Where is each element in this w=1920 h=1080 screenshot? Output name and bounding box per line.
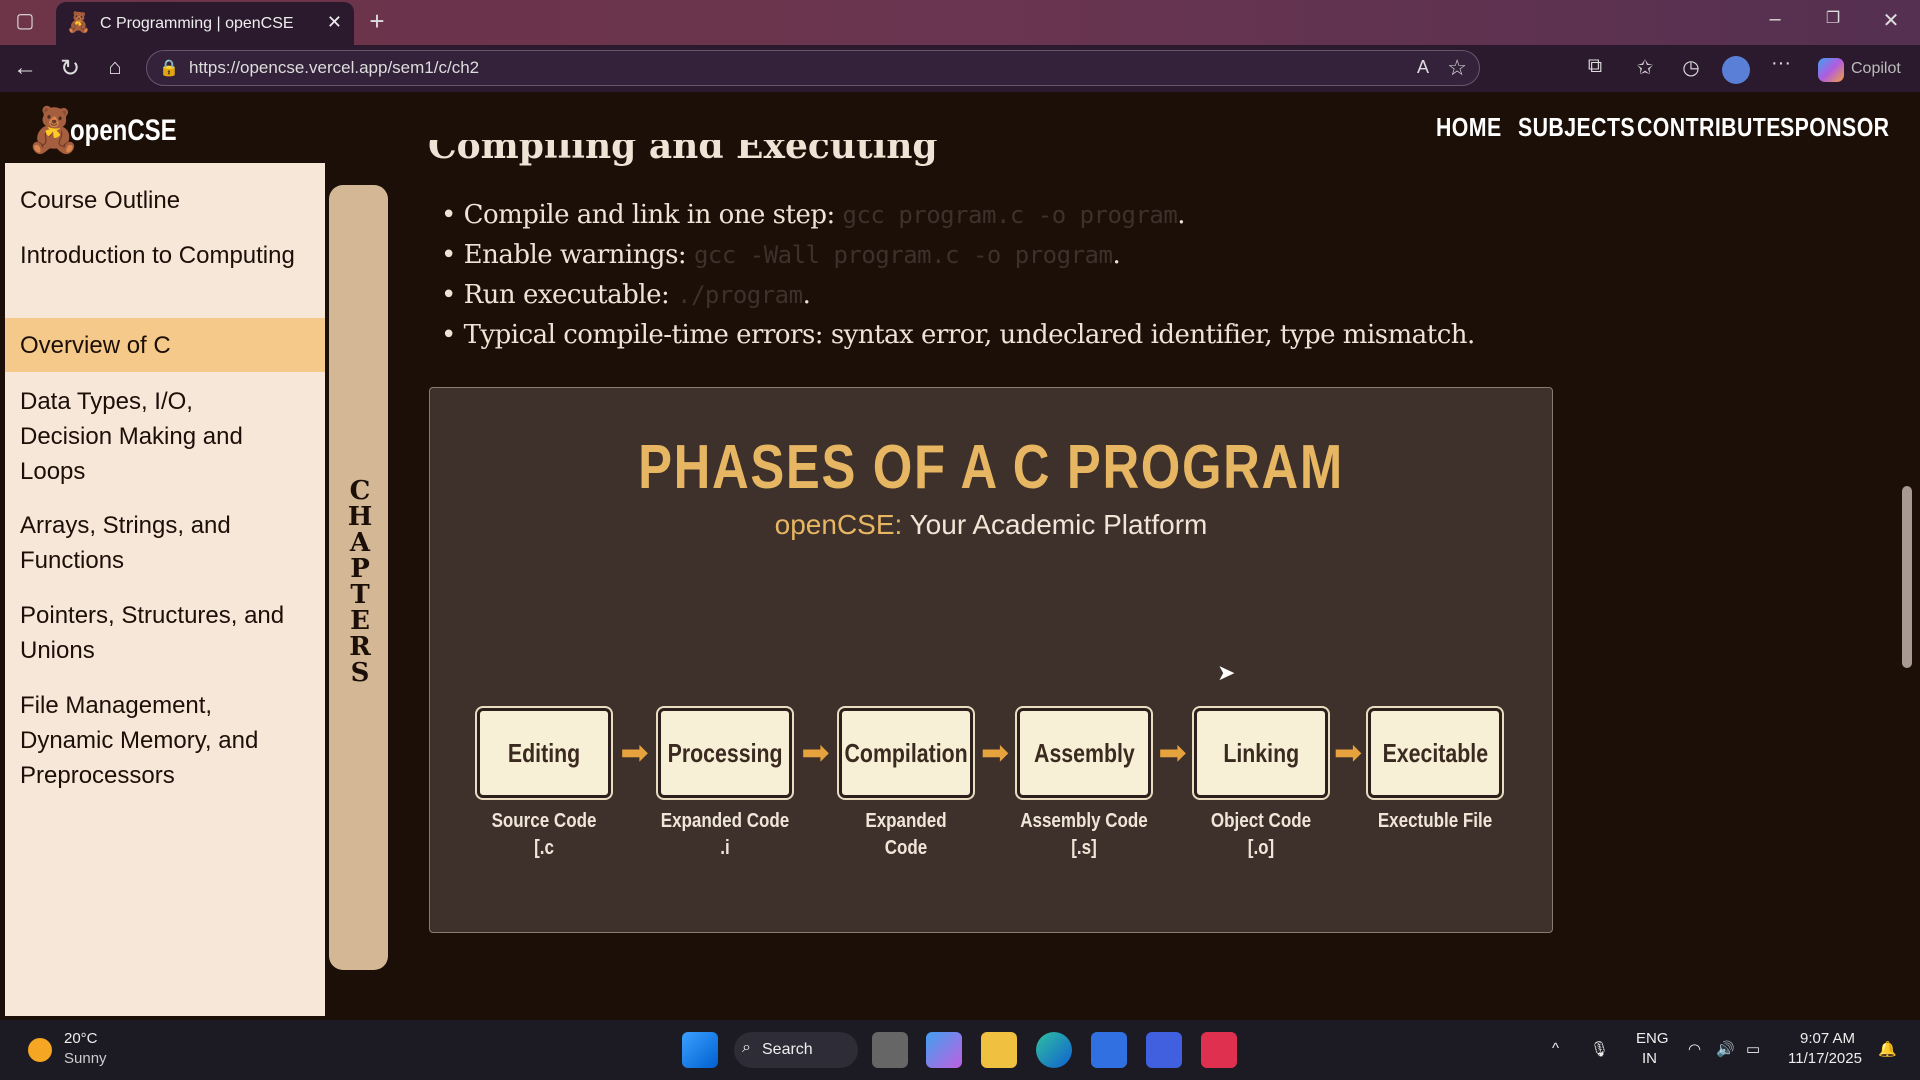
active-item-highlight	[5, 318, 325, 372]
sidebar-item-file-management[interactable]: File Management, Dynamic Memory, and Pre…	[20, 692, 259, 789]
mic-icon[interactable]: 🎙	[1590, 1041, 1610, 1058]
chapter-sidebar	[5, 163, 325, 1016]
bullet-errors: • Typical compile-time errors: syntax er…	[441, 320, 1475, 350]
site-logo[interactable]: openCSE	[70, 114, 177, 147]
bullet-compile: • Compile and link in one step: gcc prog…	[441, 200, 1186, 230]
phases-diagram-image	[429, 387, 1553, 933]
sidebar-item-data-types[interactable]: Data Types, I/O, Decision Making and Loo…	[20, 388, 243, 485]
mouse-cursor: ➤	[1217, 660, 1236, 685]
close-window-icon[interactable]: ✕	[1882, 10, 1900, 32]
file-explorer-icon[interactable]	[981, 1032, 1017, 1068]
clock-date[interactable]: 11/17/2025	[1788, 1050, 1862, 1067]
copilot-taskbar-icon[interactable]	[926, 1032, 962, 1068]
history-icon[interactable]: ◷	[1682, 57, 1700, 79]
phase-box: Execitable	[1366, 706, 1504, 800]
weather-temp[interactable]: 20°C	[64, 1030, 98, 1047]
nav-sponsor[interactable]: SPONSOR	[1780, 112, 1890, 142]
sidebar-toggle-icon[interactable]: ▢	[15, 10, 35, 32]
site-header	[0, 92, 1920, 163]
phase-label: Source Code[.c	[491, 810, 597, 859]
read-aloud-icon[interactable]: A	[1416, 57, 1429, 77]
section-heading: Compiling and Executing	[428, 140, 938, 167]
edge-icon[interactable]	[1036, 1032, 1072, 1068]
language-indicator[interactable]: ENG	[1636, 1030, 1669, 1047]
phase-box: Linking	[1192, 706, 1330, 800]
url-text: https://opencse.vercel.app/sem1/c/ch2	[189, 58, 480, 77]
copilot-icon[interactable]	[1818, 58, 1844, 82]
task-view-icon[interactable]	[872, 1032, 908, 1068]
arrow-right-icon: ➡	[801, 734, 830, 772]
phase-label: Expanded Code.i	[660, 810, 790, 859]
extensions-icon[interactable]: ⧉	[1587, 55, 1603, 77]
region-indicator[interactable]: IN	[1642, 1050, 1657, 1067]
phase-label: Exectuble File	[1377, 810, 1493, 832]
address-bar[interactable]: 🔒 https://opencse.vercel.app/sem1/c/ch2 …	[146, 50, 1480, 86]
nav-subjects[interactable]: SUBJECTS	[1518, 112, 1636, 142]
bear-logo-icon[interactable]: 🧸	[26, 106, 81, 155]
taskbar-search[interactable]: ⌕Search	[734, 1032, 858, 1068]
phase-label: Assembly Code[.s]	[1020, 810, 1148, 859]
arrow-right-icon: ➡	[620, 734, 649, 772]
figure-title: PHASES OF A C PROGRAM	[638, 433, 1344, 502]
windows-start-icon[interactable]	[682, 1032, 718, 1068]
volume-icon[interactable]: 🔊	[1716, 1041, 1735, 1058]
phase-box: Assembly	[1015, 706, 1153, 800]
copilot-button[interactable]: Copilot	[1851, 60, 1901, 77]
browser-tab[interactable]: 🧸 C Programming | openCSE ✕	[56, 2, 354, 45]
store-icon[interactable]	[1091, 1032, 1127, 1068]
phase-label: Object Code[.o]	[1210, 810, 1312, 859]
weather-sun-icon[interactable]	[28, 1038, 52, 1062]
home-icon[interactable]: ⌂	[108, 54, 122, 79]
recorder-icon[interactable]	[1201, 1032, 1237, 1068]
arrow-right-icon: ➡	[1333, 734, 1363, 772]
clock-time[interactable]: 9:07 AM	[1800, 1030, 1856, 1047]
close-tab-icon[interactable]: ✕	[326, 12, 342, 32]
figure-subtitle: openCSE: Your Academic Platform	[774, 509, 1208, 540]
favorite-star-icon[interactable]: ☆	[1447, 55, 1467, 80]
refresh-icon[interactable]: ↻	[59, 55, 81, 82]
sidebar-item-arrays[interactable]: Arrays, Strings, and Functions	[20, 512, 231, 574]
phase-box: Compilation	[837, 706, 975, 800]
more-icon[interactable]: ···	[1771, 52, 1791, 74]
app-icon[interactable]	[1146, 1032, 1182, 1068]
wifi-icon[interactable]: ◠	[1688, 1041, 1702, 1058]
arrow-right-icon: ➡	[1158, 734, 1187, 772]
back-icon[interactable]: ←	[13, 54, 37, 81]
phase-box: Processing	[656, 706, 794, 800]
weather-condition[interactable]: Sunny	[64, 1050, 107, 1067]
battery-icon[interactable]: ▭	[1746, 1041, 1761, 1058]
new-tab-icon[interactable]: +	[369, 6, 385, 36]
search-icon: ⌕	[742, 1039, 751, 1056]
sidebar-item-course-outline[interactable]: Course Outline	[20, 187, 181, 214]
maximize-icon[interactable]: ❐	[1825, 10, 1841, 27]
tray-chevron-icon[interactable]: ^	[1552, 1040, 1560, 1057]
profile-avatar[interactable]	[1722, 56, 1750, 84]
scrollbar-thumb[interactable]	[1902, 486, 1912, 668]
bullet-warnings: • Enable warnings: gcc -Wall program.c -…	[441, 240, 1121, 270]
nav-contribute[interactable]: CONTRIBUTE	[1637, 112, 1781, 142]
phase-box: Editing	[475, 706, 613, 800]
sidebar-item-pointers[interactable]: Pointers, Structures, and Unions	[20, 602, 285, 664]
notifications-icon[interactable]: 🔔	[1878, 1041, 1897, 1058]
bullet-run: • Run executable: ./program.	[441, 280, 811, 310]
sidebar-item-overview-c[interactable]: Overview of C	[20, 332, 171, 359]
sidebar-item-intro-computing[interactable]: Introduction to Computing	[20, 242, 295, 269]
favicon-bear-icon: 🧸	[66, 12, 91, 34]
chapters-toggle[interactable]	[329, 185, 388, 970]
nav-home[interactable]: HOME	[1436, 112, 1502, 142]
minimize-icon[interactable]: –	[1769, 8, 1781, 30]
arrow-right-icon: ➡	[980, 734, 1010, 772]
favorites-icon[interactable]: ✩	[1636, 57, 1654, 79]
lock-icon: 🔒	[159, 60, 179, 77]
tab-title: C Programming | openCSE	[100, 14, 294, 32]
